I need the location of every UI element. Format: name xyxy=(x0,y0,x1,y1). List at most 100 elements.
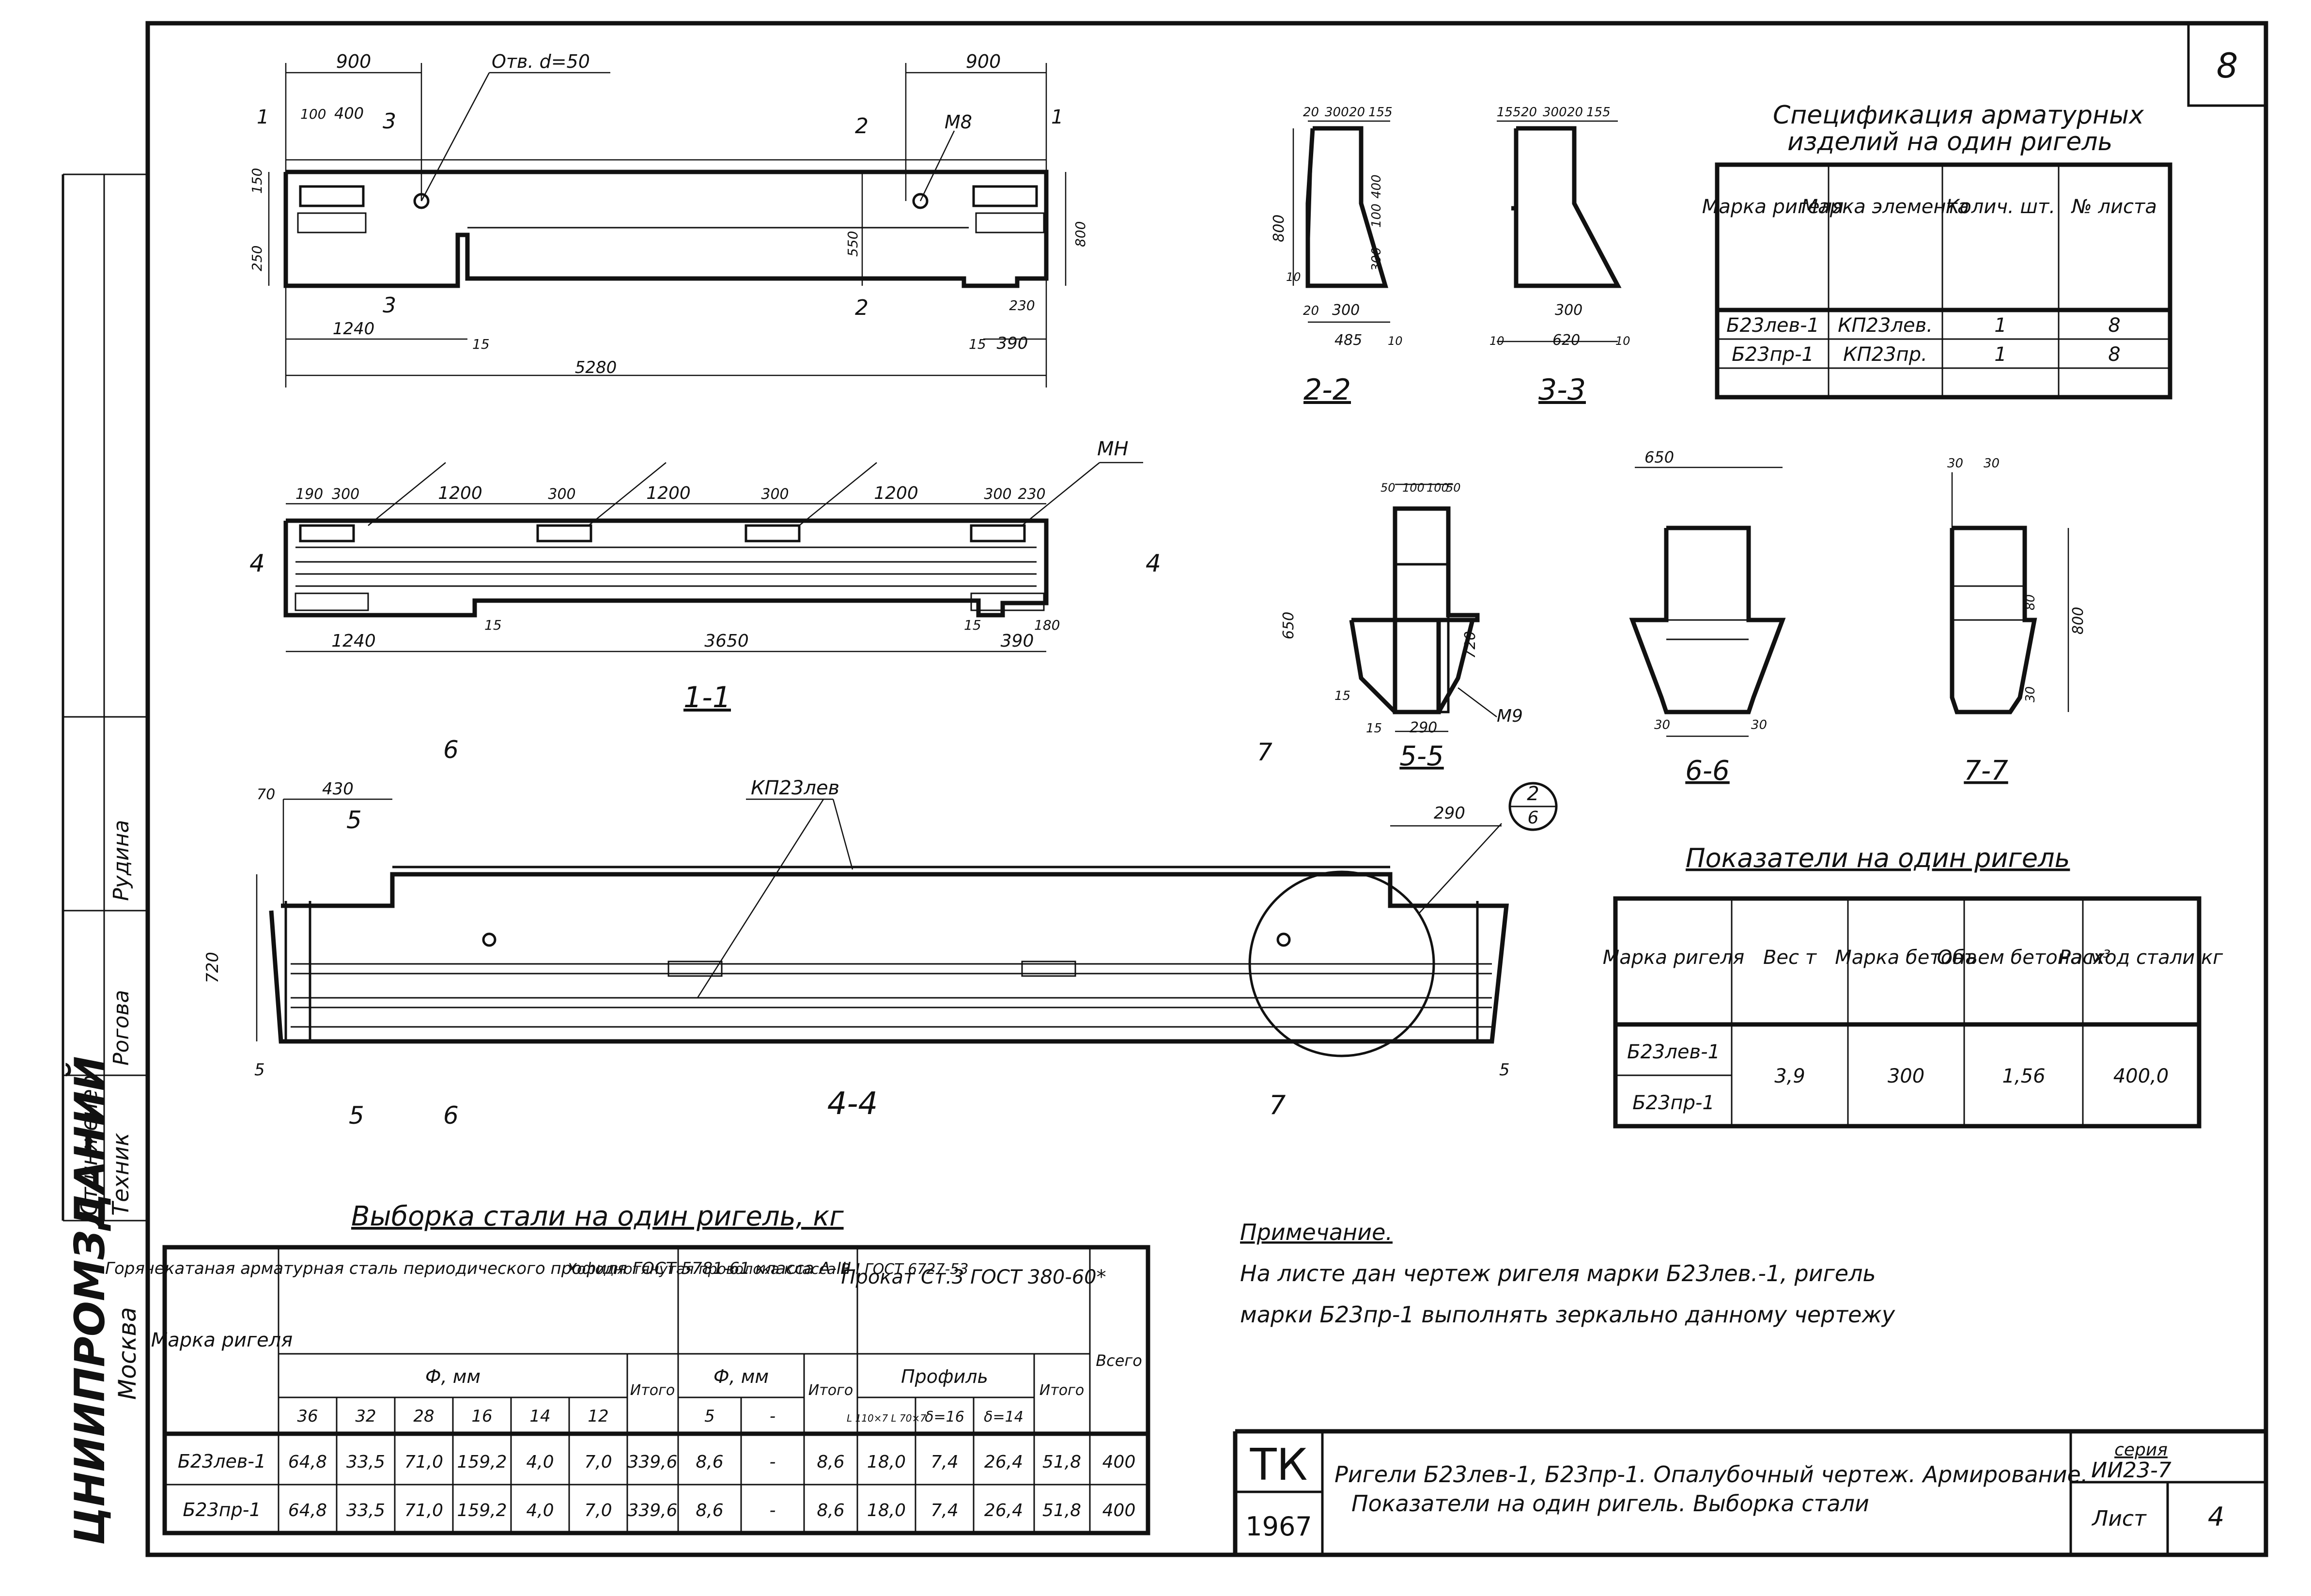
steel-g1-c36: 36 xyxy=(297,1407,318,1426)
steel-g1-c16: 16 xyxy=(471,1407,492,1426)
s55-dim-15b: 15 xyxy=(1366,721,1382,736)
s11-dim-300c: 300 xyxy=(761,486,789,503)
s55-dim-15a: 15 xyxy=(1334,689,1350,703)
note: Примечание. На листе дан чертеж ригеля м… xyxy=(1240,1219,1895,1328)
s11-dim-190: 190 xyxy=(295,486,323,503)
s55-dim-720: 720 xyxy=(1462,631,1479,659)
s77-dim-30c: 30 xyxy=(2023,686,2038,702)
svg-text:18,0: 18,0 xyxy=(867,1452,906,1472)
cut-2-top: 2 xyxy=(855,114,869,139)
spec-r2c4: 8 xyxy=(2108,343,2120,366)
tb-sheet-number: 4 xyxy=(2208,1502,2224,1532)
s22-dim-100: 100 xyxy=(1369,203,1384,228)
svg-text:64,8: 64,8 xyxy=(288,1501,327,1520)
s44-dim-5a: 5 xyxy=(254,1060,265,1080)
s33-dim-10b: 10 xyxy=(1615,334,1630,348)
s44-node-6: 6 xyxy=(1528,808,1539,828)
dim-900-right: 900 xyxy=(966,51,1001,72)
dim-100: 100 xyxy=(300,106,326,122)
svg-text:71,0: 71,0 xyxy=(404,1452,443,1472)
s55-title: 5-5 xyxy=(1399,741,1443,772)
s55-dim-100a: 100 xyxy=(1402,481,1425,495)
s44-title: 4-4 xyxy=(827,1086,878,1122)
svg-text:159,2: 159,2 xyxy=(457,1452,507,1472)
s55-dim-50b: 50 xyxy=(1446,481,1461,495)
tb-series-label: серия xyxy=(2114,1440,2168,1460)
tb-title-1: Ригели Б23лев-1, Б23пр-1. Опалубочный че… xyxy=(1334,1461,2088,1488)
steel-g1-c12: 12 xyxy=(588,1407,608,1426)
steel-g1-c28: 28 xyxy=(413,1407,434,1426)
steel-row-1: Б23лев-1 64,8 33,5 71,0 159,2 4,0 7,0 33… xyxy=(178,1451,1136,1472)
s11-dim-3650: 3650 xyxy=(704,631,749,651)
ind-weight: 3,9 xyxy=(1774,1065,1805,1087)
steel-g1-c32: 32 xyxy=(355,1407,376,1426)
steel-g3: Прокат Ст.3 ГОСТ 380-60* xyxy=(841,1266,1106,1288)
spec-h1: Марка ригеля xyxy=(1702,196,1844,218)
svg-text:8,6: 8,6 xyxy=(817,1501,844,1520)
note-line-2: марки Б23пр-1 выполнять зеркально данном… xyxy=(1240,1302,1895,1328)
s11-dim-230: 230 xyxy=(1018,486,1045,503)
s22-dim-400: 400 xyxy=(1369,174,1384,199)
svg-text:-: - xyxy=(770,1501,776,1520)
ind-h4: Объем бетона м³ xyxy=(1937,946,2111,969)
org-city: Москва xyxy=(113,1307,141,1400)
ind-h1: Марка ригеля xyxy=(1603,946,1744,969)
dim-150: 150 xyxy=(249,168,265,194)
spec-r1c1: Б23лев-1 xyxy=(1726,314,1819,337)
tb-series-value: ИИ23-7 xyxy=(2091,1458,2171,1483)
role-technician: Техник xyxy=(108,1132,134,1216)
section-1-1: 190 300 1200 300 1200 300 1200 300 230 1… xyxy=(249,438,1161,714)
s22-title: 2-2 xyxy=(1303,373,1351,407)
s11-dim-390: 390 xyxy=(1001,631,1034,651)
s22-dim-10b: 10 xyxy=(1388,334,1403,348)
sheet-frame xyxy=(145,21,2268,1557)
spec-table: Спецификация арматурных изделий на один … xyxy=(1702,101,2172,400)
s55-dim-100b: 100 xyxy=(1427,481,1449,495)
s33-dim-620: 620 xyxy=(1552,332,1580,349)
s44-dim-430: 430 xyxy=(322,779,354,799)
section-3-3: 155 20 300 20 155 300 620 10 10 3-3 xyxy=(1489,105,1630,407)
s55-dim-650: 650 xyxy=(1280,612,1297,639)
note-heading: Примечание. xyxy=(1240,1219,1393,1245)
spec-r1c3: 1 xyxy=(1994,314,2006,337)
dim-390: 390 xyxy=(997,334,1028,353)
dim-15-left: 15 xyxy=(472,336,490,352)
steel-g1-c14: 14 xyxy=(529,1407,550,1426)
svg-text:33,5: 33,5 xyxy=(346,1501,385,1520)
steel-h-total: Всего xyxy=(1096,1351,1142,1370)
svg-text:-: - xyxy=(770,1452,776,1472)
s44-label-kp: КП23лев xyxy=(751,777,839,799)
steel-g2-c5: 5 xyxy=(704,1407,715,1426)
s11-dim-180: 180 xyxy=(1034,617,1060,633)
dim-800: 800 xyxy=(1072,221,1088,247)
cut-1-right: 1 xyxy=(1051,106,1063,128)
svg-text:Б23лев-1: Б23лев-1 xyxy=(178,1451,266,1472)
steel-g1-diam: Ф, мм xyxy=(425,1366,481,1387)
svg-text:400: 400 xyxy=(1102,1501,1136,1520)
s44-dim-70: 70 xyxy=(257,786,275,803)
steel-h-mark: Марка ригеля xyxy=(151,1329,293,1351)
section-5-5: 50 100 100 50 650 720 15 15 290 M9 5-5 xyxy=(1280,481,1523,772)
s11-dim-300b: 300 xyxy=(548,486,575,503)
s55-dim-290: 290 xyxy=(1410,719,1437,736)
section-4-4: 70 430 720 290 5 5 КП23лев 5 5 6 6 7 7 2… xyxy=(203,736,1558,1130)
svg-text:339,6: 339,6 xyxy=(627,1501,677,1520)
s44-cut-5-top: 5 xyxy=(346,806,362,834)
ind-volume: 1,56 xyxy=(2002,1065,2045,1087)
svg-text:7,0: 7,0 xyxy=(584,1452,612,1472)
steel-g3-c2: δ=16 xyxy=(925,1409,964,1426)
s55-dim-50a: 50 xyxy=(1380,481,1396,495)
s33-dim-20b: 20 xyxy=(1567,105,1583,120)
s11-dim-1200a: 1200 xyxy=(438,483,482,503)
s33-dim-155b: 155 xyxy=(1586,105,1611,120)
svg-text:51,8: 51,8 xyxy=(1042,1501,1081,1520)
ind-steel: 400,0 xyxy=(2113,1065,2169,1087)
spec-r2c2: КП23пр. xyxy=(1843,343,1927,366)
s77-dim-80: 80 xyxy=(2023,594,2038,610)
svg-text:8,6: 8,6 xyxy=(696,1501,723,1520)
svg-text:71,0: 71,0 xyxy=(404,1501,443,1520)
ind-grade: 300 xyxy=(1888,1065,1924,1087)
corner-number-box xyxy=(2187,22,2267,107)
